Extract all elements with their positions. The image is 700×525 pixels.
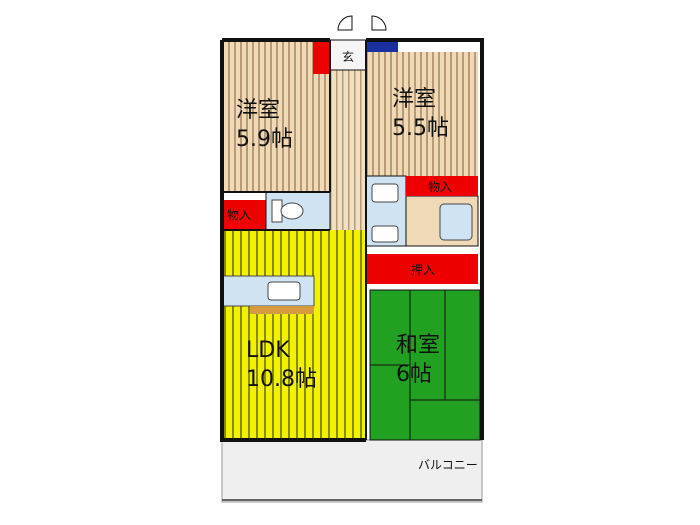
outer-wall (220, 38, 484, 442)
japanese-room-name: 和室 (396, 333, 440, 358)
balcony-label: バルコニー (418, 458, 478, 472)
western-room-2-name: 洋室 (392, 87, 436, 112)
closet (366, 254, 478, 284)
closet-label: 押入 (411, 263, 435, 277)
kitchen-sink (267, 281, 301, 301)
western-room-2-size: 5.5帖 (392, 116, 449, 141)
ldk-room (222, 230, 366, 440)
washing-machine (371, 225, 399, 243)
washbasin (371, 183, 399, 203)
bathtub (439, 203, 473, 241)
entrance (329, 39, 367, 71)
ldk-name: LDK (246, 338, 290, 363)
western-room-1 (222, 40, 330, 192)
door-arc (371, 15, 387, 31)
western-room-1-name: 洋室 (236, 98, 280, 123)
western-room-2 (366, 52, 478, 176)
ldk-size: 10.8帖 (246, 367, 317, 392)
entrance-label: 玄 (342, 49, 354, 64)
storage-left (222, 200, 266, 230)
shoe-box (313, 40, 330, 74)
kitchen-board (250, 306, 314, 314)
toilet-bowl (280, 202, 304, 220)
storage-left-label: 物入 (227, 208, 251, 222)
entrance-storage (366, 40, 398, 52)
japanese-room-size: 6帖 (396, 362, 432, 387)
door-arc (337, 15, 353, 31)
storage-right-label: 物入 (428, 180, 452, 194)
hallway (330, 70, 366, 230)
japanese-room (369, 289, 481, 441)
balcony-area (221, 439, 483, 503)
storage-right (406, 176, 478, 196)
western-room-1-size: 5.9帖 (236, 127, 293, 152)
